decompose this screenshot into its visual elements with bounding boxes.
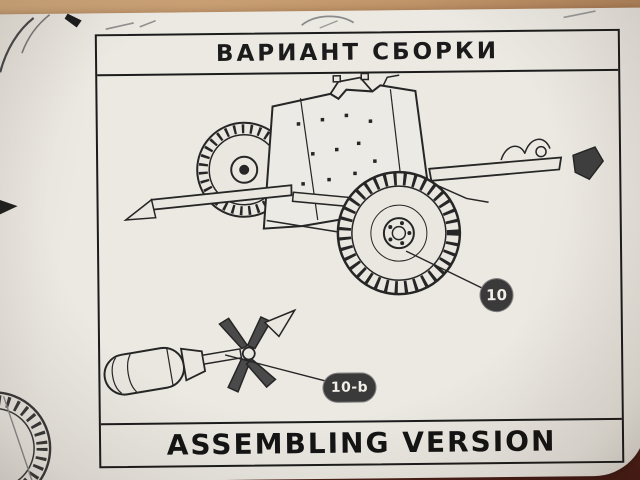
adjacent-illustration-fragments bbox=[0, 10, 596, 480]
hub-bolts bbox=[388, 221, 412, 246]
top-left-arc-fragment bbox=[0, 17, 35, 73]
left-edge-arrow-fragment bbox=[0, 198, 18, 217]
assembly-illustration bbox=[103, 72, 605, 396]
bottom-left-wheel-fragment bbox=[0, 391, 52, 480]
callout-10b-badge: 10-b bbox=[322, 372, 377, 403]
shield-bolts bbox=[296, 113, 377, 186]
panel-footer-title: ASSEMBLING VERSION bbox=[100, 417, 623, 467]
top-left-frame-fragment bbox=[64, 13, 82, 28]
assembly-panel: ВАРИАНТ СБОРКИ bbox=[94, 28, 625, 469]
instruction-paper: ВАРИАНТ СБОРКИ bbox=[0, 7, 640, 480]
callout-10-leader-line bbox=[405, 250, 483, 289]
trail-arm-drawing bbox=[428, 138, 605, 203]
callout-10b-leader-line bbox=[224, 354, 326, 382]
projectile-direction-arrow-icon bbox=[263, 308, 297, 338]
trail-spade-drawing bbox=[572, 146, 605, 181]
stick-grenade-drawing bbox=[103, 316, 277, 396]
callout-10-badge: 10 bbox=[479, 277, 514, 313]
muzzle-direction-arrow-icon bbox=[123, 198, 157, 221]
right-wheel-drawing bbox=[336, 170, 462, 296]
